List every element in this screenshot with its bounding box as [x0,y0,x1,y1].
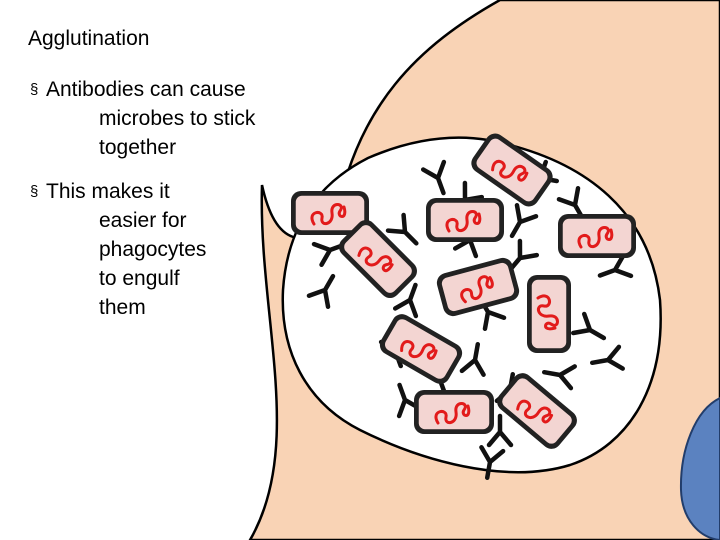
microbe [471,133,553,207]
microbe [527,275,571,353]
bullet-marker: § [30,183,39,200]
antibody [459,341,486,377]
antibody [570,311,607,341]
microbe [414,390,494,434]
antibody [392,282,419,319]
microbe [291,191,369,235]
microbe [426,198,504,242]
antibody [509,202,539,239]
antibody [385,212,419,246]
bullet-1-line-3: together [99,136,177,159]
antibody [420,159,447,196]
bullet-1-line-1: Antibodies can cause [46,78,246,101]
microbe [339,220,417,298]
microbe [436,257,520,317]
bullet-2: § This makes it easier for phagocytes to… [30,177,206,322]
bullet-1: § Antibodies can cause microbes to stick… [30,75,255,162]
antibody [486,413,514,448]
bullet-2-line-4: to engulf [99,267,180,290]
microbes [291,133,636,449]
nucleus [679,396,720,540]
microbe [558,214,636,258]
bullet-2-line-2: easier for [99,209,187,232]
slide-title: Agglutination [28,27,150,50]
antibody [306,273,336,310]
bullet-2-line-5: them [99,296,146,319]
antibody [589,344,625,371]
bullet-2-line-1: This makes it [46,180,170,203]
bullet-2-line-3: phagocytes [99,238,207,261]
bullet-marker: § [30,81,39,98]
bullet-1-line-2: microbes to stick [99,107,256,130]
antibody [479,445,506,481]
microbe [379,314,463,384]
microbe [497,373,577,449]
antibody [541,364,577,391]
